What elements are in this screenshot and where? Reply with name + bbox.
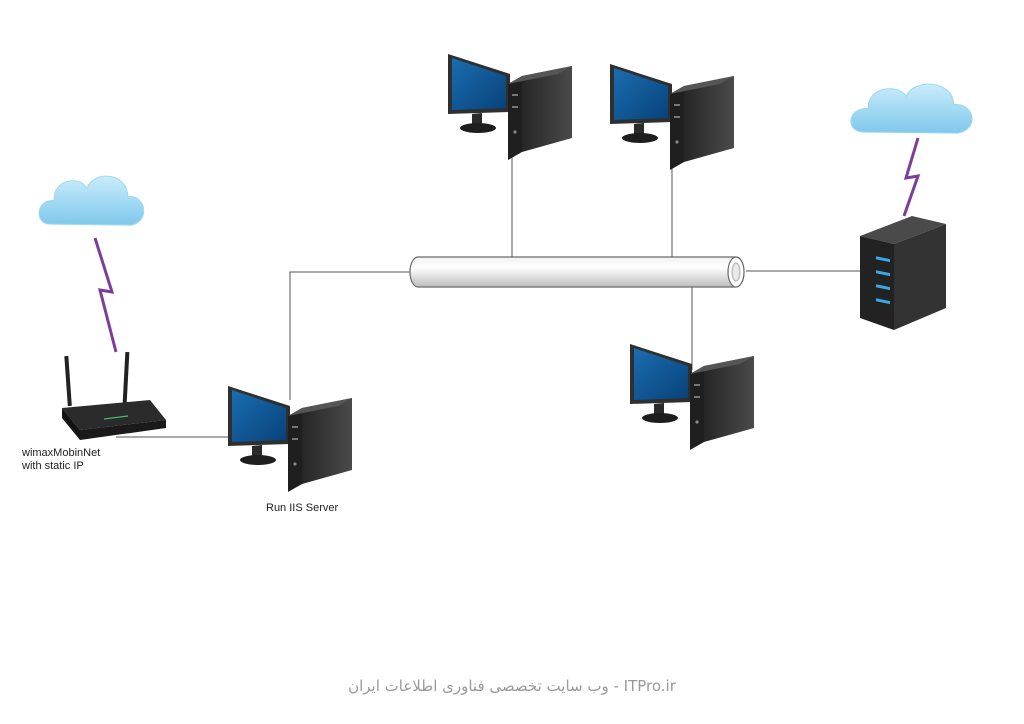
iis-server-label: Run IIS Server [266,502,339,514]
wireless-link-bolt [93,237,118,353]
watermark: ITPro.ir - وب سایت تخصصی فناوری اطلاعات … [348,677,676,695]
desktop-computer-icon [610,64,734,170]
iis-to-bus-line [289,271,412,400]
cloud-icon [850,83,973,134]
router-label-line2: with static IP [22,460,84,472]
router-label-line1: wimaxMobinNet [22,447,101,459]
desktop-computer-icon [448,54,572,160]
network-bus-cable [409,256,745,288]
desktop-computer-icon [228,386,352,492]
router-label: wimaxMobinNet with static IP [22,447,122,473]
client-computer-1 [448,54,572,160]
iis-server-computer [228,386,352,492]
client-computer-2 [610,64,734,170]
wireless-router-icon [62,351,166,440]
rack-server-icon [860,216,946,330]
cloud-icon [38,175,145,226]
connection-lines [116,150,862,438]
wireless-link-bolt [902,137,921,217]
